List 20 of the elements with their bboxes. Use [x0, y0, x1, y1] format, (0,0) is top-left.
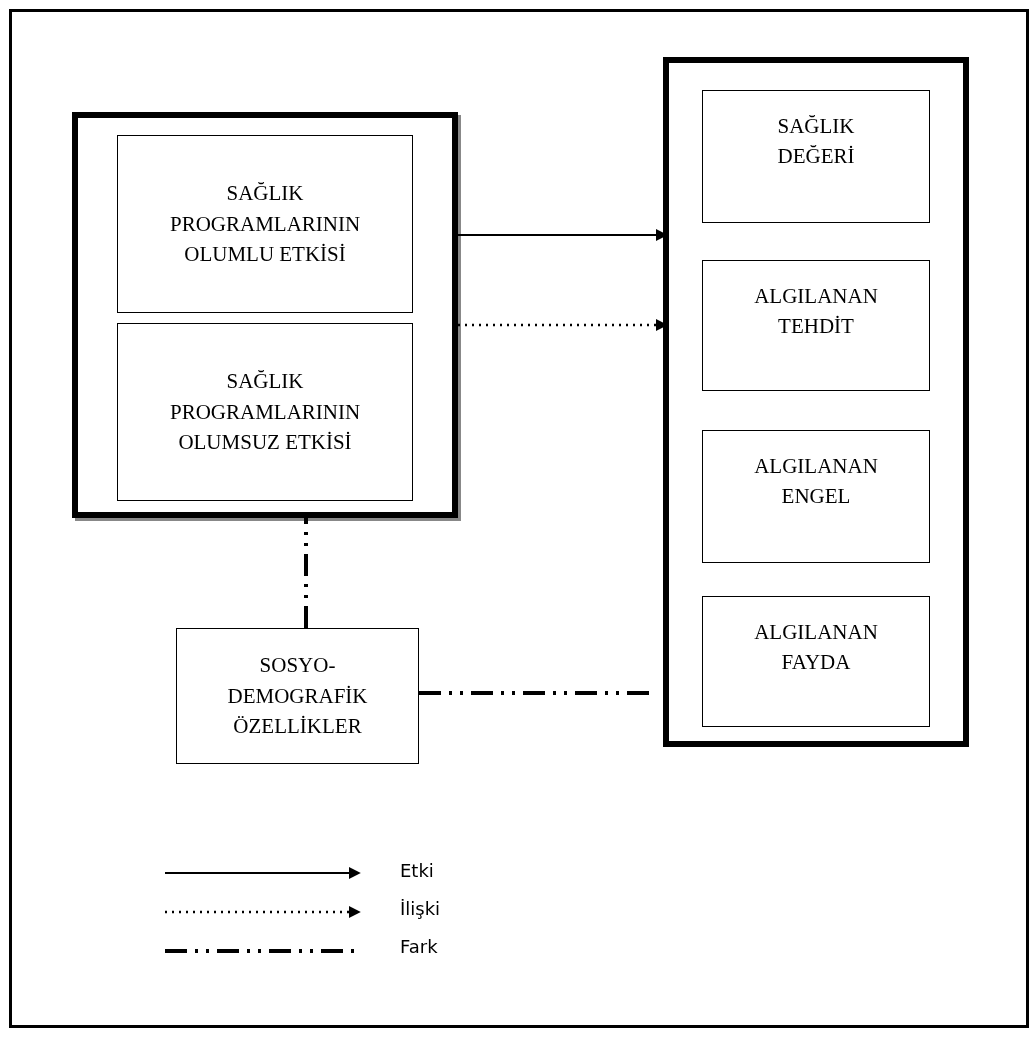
- connector-line: [304, 518, 308, 628]
- legend-label: Etki: [400, 860, 434, 881]
- concept-box: [702, 430, 930, 563]
- concept-box: [176, 628, 419, 764]
- node-label: ALGILANAN TEHDİT: [753, 283, 879, 341]
- node-label: SAĞLIK DEĞERİ: [776, 113, 856, 171]
- concept-box: [117, 135, 413, 313]
- concept-box: [702, 260, 930, 391]
- node-label: SAĞLIK PROGRAMLARININ OLUMLU ETKİSİ: [170, 180, 360, 269]
- group-frame: [663, 57, 969, 747]
- node-label: SAĞLIK PROGRAMLARININ OLUMSUZ ETKİSİ: [170, 368, 360, 457]
- concept-box: [702, 90, 930, 223]
- legend-label: İlişki: [400, 898, 441, 919]
- node-label: ALGILANAN ENGEL: [753, 453, 879, 511]
- concept-box: [117, 323, 413, 501]
- group-frame: [72, 112, 458, 518]
- node-label: ALGILANAN FAYDA: [753, 619, 879, 677]
- legend-label: Fark: [400, 936, 438, 957]
- node-label: SOSYO- DEMOGRAFİK ÖZELLİKLER: [226, 652, 369, 741]
- concept-box: [702, 596, 930, 727]
